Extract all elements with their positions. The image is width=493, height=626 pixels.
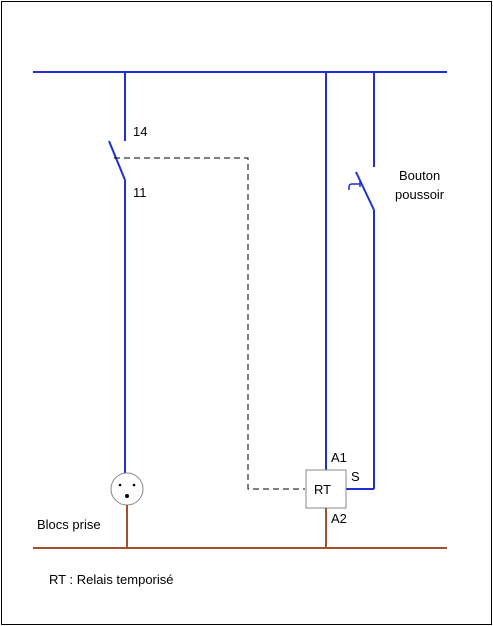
timer-relay-box [305,469,347,509]
socket-label: Blocs prise [37,517,101,532]
socket-outlet-icon [110,472,144,506]
relay-terminal-s: S [351,469,360,484]
push-button-blade [355,171,375,211]
push-button-actuator-icon [348,181,361,190]
relay-terminal-a1: A1 [331,450,347,465]
timer-control-link [114,157,305,490]
relay-contact-blade [108,140,126,181]
relay-name: RT [314,482,331,497]
legend-text: RT : Relais temporisé [49,572,174,587]
contact-terminal-11: 11 [133,185,147,200]
contact-terminal-14: 14 [133,124,147,139]
relay-terminal-a2: A2 [331,511,347,526]
push-button-label-line1: Bouton [399,168,440,183]
push-button-label-line2: poussoir [395,187,445,202]
